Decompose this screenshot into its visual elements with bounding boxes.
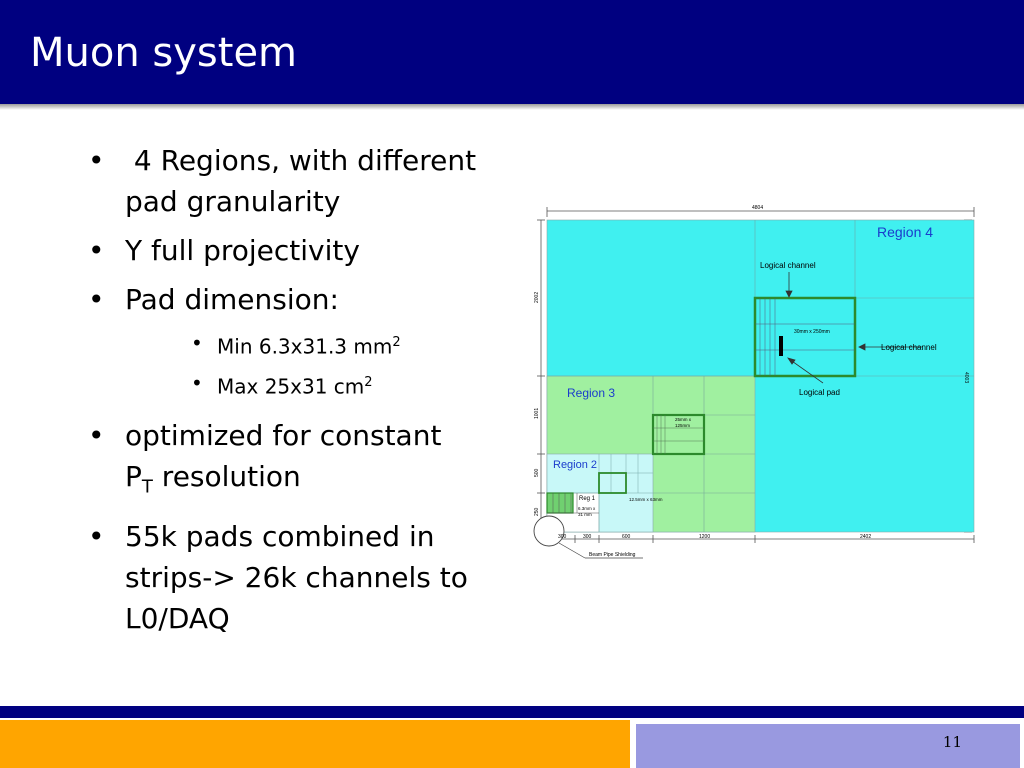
dim-bottom-3: 600: [622, 534, 631, 540]
subscript: T: [141, 476, 153, 498]
slide-title: Muon system: [30, 30, 298, 76]
dim-left-1: 2002: [534, 292, 540, 303]
sub-bullet-dot: •: [191, 331, 203, 355]
region4-pad-grid: [755, 298, 855, 376]
logical-channel-right-label: Logical channel: [881, 343, 937, 352]
region3-pad-size-2: 125mm: [675, 423, 690, 428]
logical-pad-label: Logical pad: [799, 388, 840, 397]
dim-bottom-5: 2402: [860, 534, 871, 540]
sub-bullet-max: • Max 25x31 cm2: [191, 368, 518, 402]
beam-pipe-leader: [558, 542, 586, 559]
bullet-projectivity: • Y full projectivity: [88, 230, 518, 271]
sub-bullet-dot: •: [191, 370, 203, 395]
region4-label: Region 4: [877, 224, 933, 240]
bullet-text-rest: resolution: [152, 460, 301, 494]
beam-pipe-circle: [533, 515, 565, 547]
region4-pad-size: 30mm x 250mm: [794, 329, 830, 335]
bullet-dot: •: [88, 234, 105, 267]
region1-label: Reg 1: [579, 496, 596, 502]
logical-channel-top-label: Logical channel: [760, 261, 816, 270]
superscript: 2: [392, 335, 401, 350]
sub-bullet-text: Min 6.3x31.3 mm: [217, 334, 393, 359]
dim-left-2: 1001: [534, 408, 540, 419]
region3-label: Region 3: [567, 386, 615, 400]
region2-label: Region 2: [553, 459, 597, 471]
region2-logical-frame: [598, 472, 627, 494]
region4-logical-frame: [753, 296, 857, 378]
dim-left-3: 500: [534, 468, 540, 477]
bullet-text: optimized for constant: [125, 419, 442, 453]
bullet-dot: •: [88, 144, 105, 177]
sub-bullet-min: • Min 6.3x31.3 mm2: [191, 328, 518, 362]
annotation-arrows: [785, 272, 922, 384]
footer-orange-bar: [0, 720, 630, 768]
dim-top: 4804: [752, 205, 763, 211]
region3-pad-size-1: 25mm x: [675, 417, 692, 422]
bullet-text: 55k pads combined in strips-> 26k channe…: [125, 519, 468, 635]
beam-pipe-label: Beam Pipe Shielding: [589, 552, 636, 558]
footer-lavender-bar: [636, 724, 1020, 768]
bullet-text: 4 Regions, with different pad granularit…: [125, 144, 485, 218]
bullet-text: Y full projectivity: [125, 234, 360, 267]
dim-left-4: 250: [534, 507, 540, 516]
region1-logical-frame: [546, 492, 574, 514]
bullet-pads-combined: • 55k pads combined in strips-> 26k chan…: [88, 516, 518, 639]
region1-pad-grid: [547, 493, 599, 514]
dim-right: 4003: [963, 372, 969, 383]
bullet-pad-dimension: • Pad dimension:: [88, 279, 518, 320]
sub-bullet-text: Max 25x31 cm: [217, 374, 365, 399]
bullet-dot: •: [88, 283, 105, 316]
page-number: 11: [942, 733, 962, 751]
bullet-dot: •: [88, 519, 105, 553]
region3-logical-frame: [651, 413, 706, 456]
dim-bottom-2: 300: [583, 534, 592, 540]
superscript: 2: [364, 374, 373, 390]
bullet-list: • 4 Regions, with different pad granular…: [88, 140, 518, 647]
region2-pad-size: 12.5mm x 63mm: [629, 497, 663, 502]
bullet-text: Pad dimension:: [125, 283, 339, 316]
bullet-text-p: P: [125, 460, 142, 494]
title-bar-shadow: [0, 104, 1024, 110]
region3-pad-grid: [653, 415, 704, 454]
region1-pad-size-2: 31 mm: [578, 512, 592, 517]
dim-bottom-4: 1200: [699, 534, 710, 540]
region1-pad-size-1: 6.3mm x: [578, 506, 596, 511]
footer-band: [0, 706, 1024, 718]
bullet-regions: • 4 Regions, with different pad granular…: [88, 140, 518, 222]
bullet-dot: •: [88, 419, 105, 453]
dim-bottom-1: 300: [558, 534, 567, 540]
bullet-optimized: • optimized for constant PT resolution: [88, 415, 518, 508]
title-bar: [0, 0, 1024, 104]
muon-region-diagram: Region 4 Region 3 Region 2 Reg 1 Logical…: [533, 205, 975, 559]
region4-logical-pad: [779, 336, 783, 356]
